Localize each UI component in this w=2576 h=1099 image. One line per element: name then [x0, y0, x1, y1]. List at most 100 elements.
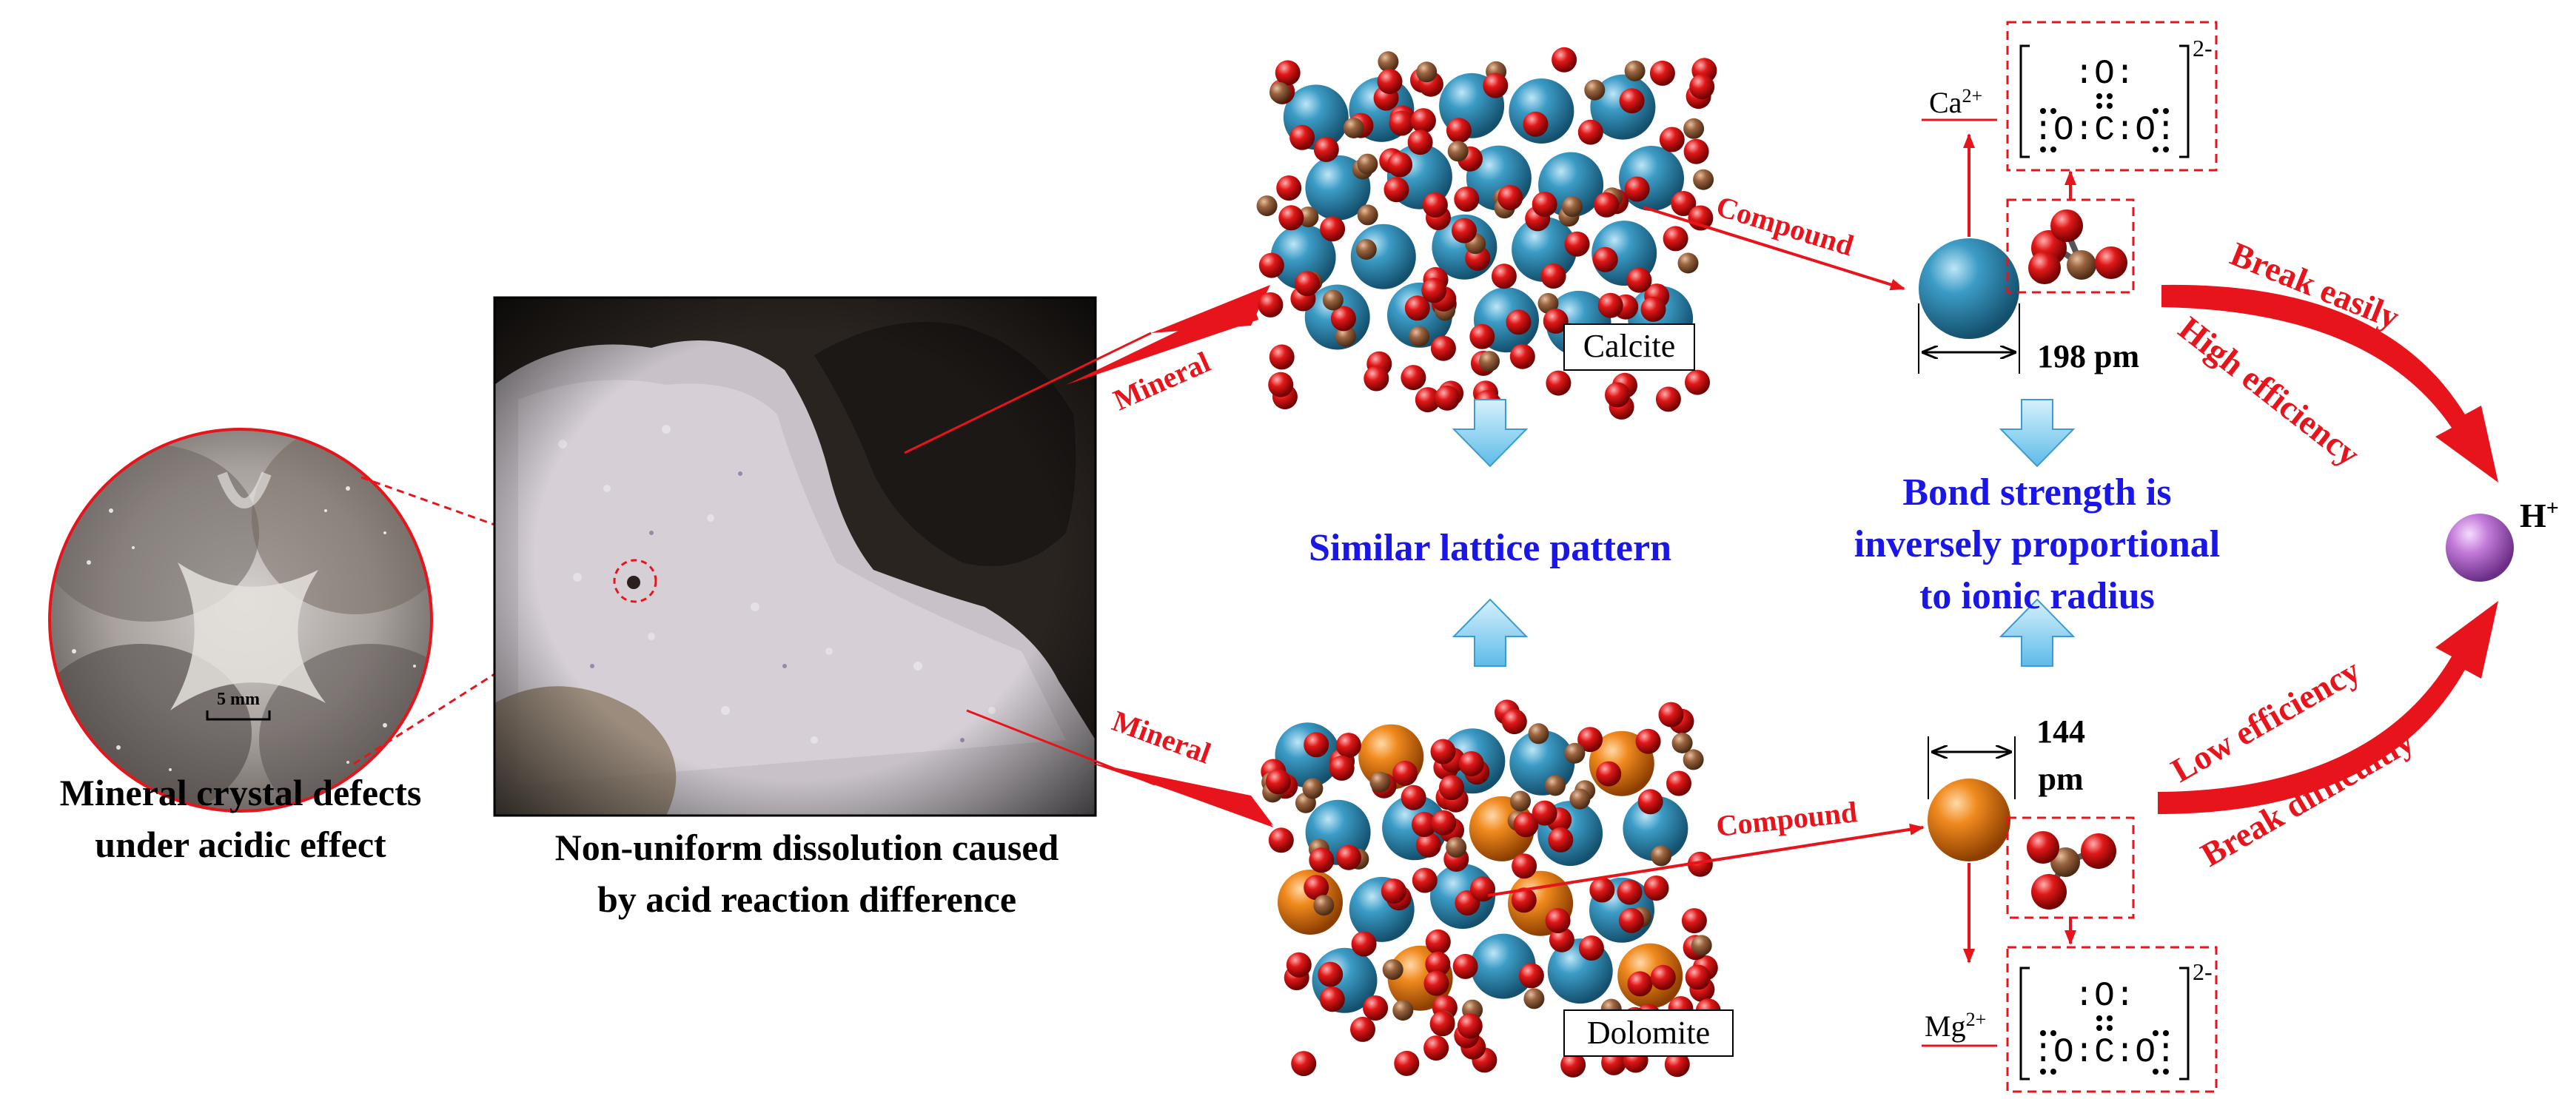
- oxygen-atom: [1392, 760, 1418, 786]
- bond-text-line1: Bond strength is: [1902, 471, 2171, 514]
- calcium-ion-sphere: [1919, 238, 2019, 339]
- oxygen-atom: [1532, 800, 1557, 826]
- oxygen-atom: [1577, 727, 1603, 753]
- carbonate-group-bottom: [2006, 816, 2135, 945]
- oxygen-atom: [1269, 344, 1295, 370]
- oxygen-atom: [1422, 192, 1448, 218]
- carbon-atom: [1562, 196, 1583, 218]
- oxygen-atom: [1423, 1035, 1449, 1061]
- oxygen-atom: [1658, 702, 1684, 727]
- oxygen-atom: [1265, 769, 1291, 795]
- oxygen-atom: [1320, 216, 1346, 242]
- carbon-atom: [1313, 895, 1335, 916]
- oxygen-atom: [1518, 963, 1544, 989]
- hint-arrow-dolomite-up: [1452, 598, 1529, 667]
- hint-arrow-bond-down: [1999, 399, 2076, 468]
- oxygen-atom: [1671, 191, 1697, 216]
- oxygen-atom: [1689, 74, 1715, 100]
- oxygen-atom: [1457, 1013, 1483, 1039]
- carbon-atom: [1693, 169, 1714, 190]
- dolomite-label: Dolomite: [1587, 1015, 1710, 1051]
- oxygen-atom: [1383, 177, 1409, 203]
- oxygen-atom: [1289, 124, 1315, 150]
- oxygen-atom: [1389, 110, 1415, 136]
- carbon-atom: [1256, 195, 1278, 217]
- oxygen-atom: [1412, 812, 1437, 837]
- magnesium-ion-group: 144 pm Mg2+: [1922, 713, 2085, 1047]
- oxygen-atom: [1425, 951, 1451, 977]
- oxygen-atom: [1458, 751, 1484, 776]
- hint-arrow-calcite-down: [1452, 399, 1529, 468]
- carbon-atom: [1624, 60, 1646, 81]
- oxygen-atom: [1523, 111, 1549, 137]
- oxygen-atom: [1381, 878, 1406, 904]
- calcium-ion-group: 198 pm Ca2+: [1918, 85, 2139, 374]
- oxygen-atom: [1578, 935, 1604, 961]
- oxygen-atom: [1416, 832, 1441, 858]
- carbon-atom: [1528, 723, 1549, 745]
- similar-lattice-text: Similar lattice pattern: [1309, 527, 1671, 569]
- oxygen-atom: [1363, 995, 1389, 1021]
- lewis-top-atom-top: :O:: [2074, 55, 2136, 93]
- carbon-atom: [1677, 252, 1699, 274]
- oxygen-atom: [1410, 108, 1436, 134]
- calcite-lattice-model: [1256, 47, 1717, 420]
- scale-bar-label: 5 mm: [217, 690, 260, 709]
- photo-caption-line1: Non-uniform dissolution caused: [555, 827, 1059, 868]
- mineral-label-top: Mineral: [1108, 345, 1215, 417]
- carbon-atom: [1691, 935, 1712, 956]
- oxygen-atom: [1412, 867, 1438, 893]
- lewis-top-atom-bottom: :O:: [2074, 977, 2136, 1015]
- ca-atom: [1470, 933, 1536, 999]
- oxygen-atom: [1278, 205, 1304, 231]
- bond-text-line3: to ionic radius: [1919, 575, 2155, 617]
- oxygen-atom: [1681, 908, 1707, 934]
- compound-label-bottom: Compound: [1714, 795, 1859, 843]
- oxygen-atom: [1618, 907, 1644, 933]
- oxygen-atom: [1435, 385, 1460, 411]
- carbon-atom: [1378, 51, 1399, 73]
- oxygen-atom: [1431, 810, 1457, 836]
- oxygen-atom: [1329, 755, 1355, 781]
- left-caption: Mineral crystal defects under acidic eff…: [60, 772, 422, 865]
- calcite-label: Calcite: [1583, 328, 1676, 364]
- carbon-atom: [1537, 292, 1559, 314]
- oxygen-atom: [1454, 186, 1480, 212]
- oxygen-atom: [1446, 118, 1472, 144]
- carbon-atom: [1343, 118, 1364, 138]
- carbon-atom: [1447, 141, 1469, 162]
- oxygen-atom: [1511, 887, 1537, 913]
- carbon-atom: [1569, 788, 1591, 810]
- oxygen-atom: [1258, 252, 1284, 278]
- carbon-atom: [1651, 845, 1672, 867]
- ca-atom: [1623, 796, 1688, 861]
- oxygen-atom: [1429, 1011, 1455, 1037]
- oxygen-atom: [1423, 970, 1449, 996]
- oxygen-atom: [1351, 931, 1377, 957]
- lewis-charge-bottom: 2-: [2193, 958, 2213, 985]
- oxygen-atom: [1650, 964, 1676, 990]
- oxygen-atom: [1258, 292, 1284, 317]
- left-caption-line2: under acidic effect: [95, 824, 386, 865]
- oxygen-atom: [1309, 847, 1335, 873]
- oxygen-atom: [1548, 827, 1574, 853]
- calcium-radius-label: 198 pm: [2037, 338, 2139, 374]
- oxygen-atom: [1439, 775, 1464, 801]
- oxygen-atom: [1640, 296, 1666, 322]
- oxygen-atom: [1415, 387, 1440, 413]
- ca-atom: [1270, 224, 1336, 290]
- scale-bar: 5 mm: [206, 690, 271, 721]
- defect-pit: [627, 576, 640, 589]
- dissolution-photo: [493, 296, 1097, 817]
- oxygen-atom: [1655, 386, 1681, 412]
- carbon-atom: [1357, 153, 1378, 175]
- carbon-atom: [1671, 733, 1693, 753]
- oxygen-atom: [1350, 1016, 1375, 1042]
- oxygen-atom: [1546, 370, 1572, 396]
- photo-caption: Non-uniform dissolution caused by acid r…: [555, 827, 1059, 920]
- carbon-atom: [1355, 239, 1377, 260]
- carbon-atom: [1298, 206, 1319, 228]
- carbon-atom: [1335, 326, 1356, 347]
- oxygen-atom: [1643, 875, 1669, 901]
- oxygen-atom: [1512, 853, 1537, 879]
